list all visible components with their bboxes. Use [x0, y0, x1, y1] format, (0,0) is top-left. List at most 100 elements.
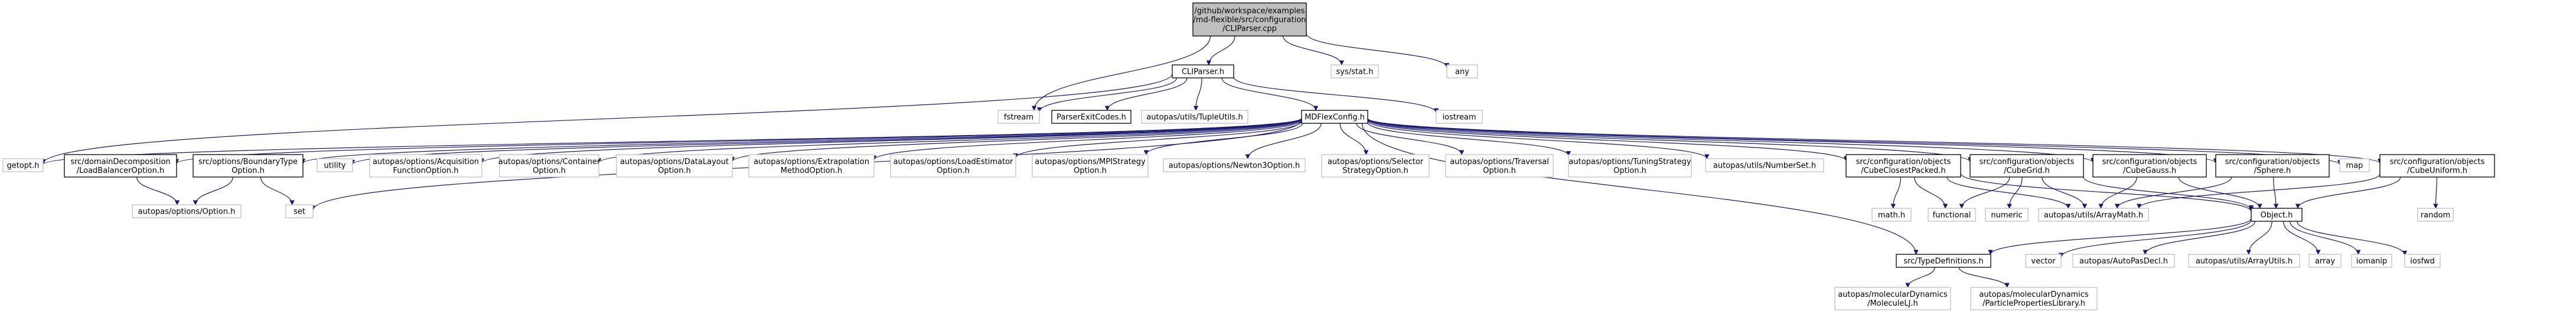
- node-functional: functional: [1928, 208, 1976, 222]
- node-label: autopas/utils/ArrayMath.h: [2044, 211, 2143, 220]
- edge-clip_h-to-getopt: [40, 74, 1173, 165]
- node-label: autopas/utils/ArrayUtils.h: [2196, 257, 2293, 266]
- node-box: [1705, 158, 1824, 172]
- node-fstream: fstream: [997, 110, 1040, 124]
- edge-root-to-any: [1306, 33, 1450, 68]
- edge-cgauss-to-arraymath: [2098, 176, 2137, 209]
- node-label: /CubeGauss.h: [2123, 166, 2176, 175]
- node-box: [1871, 208, 1912, 222]
- node-label: MethodOption.h: [781, 166, 843, 175]
- edge-clip_h-to-parserexit: [1104, 77, 1188, 111]
- edge-cuniform-to-arraymath: [2137, 173, 2381, 209]
- node-label: iomanip: [2356, 257, 2387, 266]
- node-label: src/configuration/objects: [1980, 158, 2075, 166]
- node-box: [748, 154, 875, 178]
- node-label: autopas/utils/TupleUtils.h: [1146, 113, 1243, 122]
- node-label: Object.h: [2261, 211, 2293, 220]
- node-box: [1970, 287, 2098, 310]
- node-label: MDFlexConfig.h: [1305, 113, 1365, 122]
- node-domdecomp[interactable]: src/domainDecomposition/LoadBalancerOpti…: [64, 154, 177, 178]
- node-array: array: [2308, 254, 2342, 268]
- node-box: [1436, 110, 1483, 124]
- node-cgrid[interactable]: src/configuration/objects/CubeGrid.h: [1970, 154, 2084, 178]
- node-box: [1845, 154, 1961, 178]
- node-label: getopt.h: [6, 162, 39, 171]
- node-label: src/configuration/objects: [2390, 158, 2485, 166]
- node-box: [2339, 158, 2370, 172]
- edge-clip_h-to-tupleutils: [1193, 77, 1202, 111]
- node-typedefs[interactable]: src/TypeDefinitions.h: [1896, 254, 1991, 268]
- node-cgauss[interactable]: src/configuration/objects/CubeGauss.h: [2092, 154, 2207, 178]
- edge-object-to-iomanip: [2290, 221, 2361, 255]
- node-box: [1032, 154, 1149, 178]
- edge-ccp-to-functional: [1914, 176, 1948, 209]
- node-box: [1834, 287, 1951, 310]
- node-sphere[interactable]: src/configuration/objects/Sphere.h: [2215, 154, 2330, 178]
- edge-object-to-array: [2283, 221, 2321, 255]
- node-vector: vector: [2025, 254, 2062, 268]
- edge-cgrid-to-arraymath: [2042, 176, 2088, 209]
- node-box: [2072, 254, 2175, 268]
- node-object[interactable]: Object.h: [2251, 208, 2303, 222]
- node-label: functional: [1933, 211, 1971, 220]
- node-label: src/configuration/objects: [1856, 158, 1951, 166]
- edge-object-to-iosfwd: [2297, 221, 2408, 256]
- node-clip_h[interactable]: CLIParser.h: [1172, 64, 1234, 78]
- edge-cuniform-to-object: [2295, 176, 2401, 209]
- node-label: fstream: [1004, 113, 1033, 122]
- node-box: [2215, 154, 2330, 178]
- node-label: ParserExitCodes.h: [1057, 113, 1126, 122]
- node-label: any: [1455, 68, 1469, 77]
- node-box: [1446, 64, 1478, 78]
- node-box: [1051, 110, 1132, 124]
- edge-mdflex-to-numberset: [1367, 120, 1710, 159]
- node-utility: utility: [317, 158, 353, 172]
- node-sysstat: sys/stat.h: [1331, 64, 1379, 78]
- node-autopasdecl: autopas/AutoPasDecl.h: [2072, 254, 2175, 268]
- node-label: FunctionOption.h: [393, 166, 458, 175]
- node-label: /LoadBalancerOption.h: [77, 166, 165, 175]
- node-label: src/configuration/objects: [2102, 158, 2197, 166]
- node-label: /github/workspace/examples: [1194, 7, 1305, 16]
- node-label: Option.h: [937, 166, 970, 175]
- node-label: /CubeUniform.h: [2407, 166, 2467, 175]
- node-cuniform[interactable]: src/configuration/objects/CubeUniform.h: [2379, 154, 2495, 178]
- node-label: autopas/options/Acquisition: [373, 158, 479, 166]
- node-mdflex[interactable]: MDFlexConfig.h: [1301, 110, 1368, 124]
- node-label: Option.h: [231, 166, 265, 175]
- edge-mdflex-to-acq: [480, 118, 1302, 163]
- node-box: [1172, 64, 1234, 78]
- node-root[interactable]: /github/workspace/examples/md-flexible/s…: [1192, 2, 1307, 37]
- node-arraymath: autopas/utils/ArrayMath.h: [2038, 208, 2149, 222]
- node-label: /MoleculeLJ.h: [1867, 299, 1918, 308]
- node-newton: autopas/options/Newton3Option.h: [1163, 158, 1306, 172]
- node-box: [1331, 64, 1379, 78]
- node-box: [369, 154, 482, 178]
- node-iostream: iostream: [1436, 110, 1483, 124]
- node-label: CLIParser.h: [1182, 68, 1224, 77]
- edge-cuniform-to-random: [2433, 176, 2438, 209]
- node-box: [2092, 154, 2207, 178]
- node-box: [1192, 2, 1307, 37]
- node-getopt: getopt.h: [2, 158, 44, 172]
- node-ccp[interactable]: src/configuration/objects/CubeClosestPac…: [1845, 154, 1961, 178]
- node-box: [1163, 158, 1306, 172]
- edge-cgrid-to-numeric: [2007, 176, 2023, 209]
- edge-typedefs-to-molljh: [1905, 267, 1935, 288]
- edge-mdflex-to-mpistrat: [1143, 123, 1303, 155]
- node-optionh: autopas/options/Option.h: [132, 204, 242, 218]
- node-box: [1970, 154, 2084, 178]
- edge-mdflex-to-extrap: [871, 119, 1302, 160]
- node-numberset: autopas/utils/NumberSet.h: [1705, 158, 1824, 172]
- node-label: autopas/options/DataLayout: [620, 158, 729, 166]
- edge-ccp-to-arraymath: [1946, 176, 2071, 209]
- edge-clip_h-to-fstream: [1036, 77, 1177, 113]
- node-box: [499, 154, 599, 178]
- node-label: random: [2421, 211, 2450, 220]
- node-parserexit[interactable]: ParserExitCodes.h: [1051, 110, 1132, 124]
- node-box: [2404, 254, 2441, 268]
- node-label: set: [294, 208, 305, 217]
